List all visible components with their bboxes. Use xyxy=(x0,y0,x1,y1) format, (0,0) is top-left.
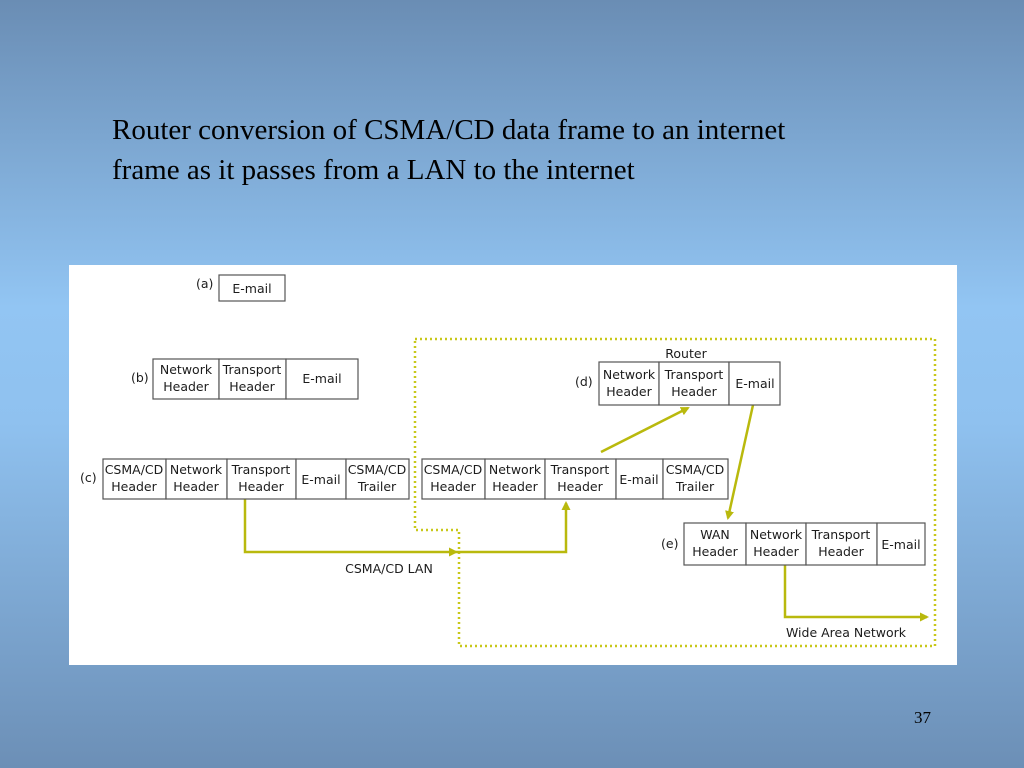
transport-header-line1: Transport xyxy=(664,367,724,382)
csmacd-header-line2: Header xyxy=(111,479,157,494)
transport-header-line2: Header xyxy=(671,384,717,399)
network-header-line2: Header xyxy=(163,379,209,394)
network-header-line1: Network xyxy=(170,462,223,477)
email-field-label: E-mail xyxy=(232,281,271,296)
email-field-label: E-mail xyxy=(619,472,658,487)
transport-header-line2: Header xyxy=(818,544,864,559)
transport-header-line1: Transport xyxy=(231,462,291,477)
email-field-label: E-mail xyxy=(302,371,341,386)
network-header-line2: Header xyxy=(173,479,219,494)
transport-header-line2: Header xyxy=(557,479,603,494)
network-header-line1: Network xyxy=(603,367,656,382)
row-c-frame: CSMA/CD Header Network Header Transport … xyxy=(102,458,410,500)
diagram-canvas: (a) E-mail (b) Network Header Transport … xyxy=(80,274,937,648)
transport-header-line1: Transport xyxy=(222,362,282,377)
email-field-label: E-mail xyxy=(881,537,920,552)
row-e-label: (e) xyxy=(661,536,678,551)
transport-header-line2: Header xyxy=(229,379,275,394)
network-header-line1: Network xyxy=(750,527,803,542)
lan-arrow xyxy=(243,499,458,557)
network-header-line2: Header xyxy=(606,384,652,399)
row-b-frame: Network Header Transport Header E-mail xyxy=(152,358,359,400)
transport-header-line1: Transport xyxy=(811,527,871,542)
page-number: 37 xyxy=(914,708,931,727)
csmacd-trailer-line2: Trailer xyxy=(357,479,397,494)
row-c-router-frame: CSMA/CD Header Network Header Transport … xyxy=(421,458,729,500)
csmacd-trailer-line1: CSMA/CD xyxy=(666,462,725,477)
csmacd-trailer-line2: Trailer xyxy=(675,479,715,494)
csmacd-header-line1: CSMA/CD xyxy=(424,462,483,477)
email-field-label: E-mail xyxy=(735,376,774,391)
wan-header-line1: WAN xyxy=(700,527,730,542)
slide-title-line-2: frame as it passes from a LAN to the int… xyxy=(112,154,635,186)
row-e-frame: WAN Header Network Header Transport Head… xyxy=(683,522,926,566)
network-header-line2: Header xyxy=(753,544,799,559)
network-header-line2: Header xyxy=(492,479,538,494)
router-strip-arrow xyxy=(600,406,690,454)
wan-arrow xyxy=(783,565,929,622)
csmacd-trailer-line1: CSMA/CD xyxy=(348,462,407,477)
transport-header-line1: Transport xyxy=(550,462,610,477)
email-field-box xyxy=(218,274,286,302)
slide-title: Router conversion of CSMA/CD data frame … xyxy=(112,110,932,190)
row-d-frame: Network Header Transport Header E-mail xyxy=(598,361,781,406)
wan-header-line2: Header xyxy=(692,544,738,559)
wan-label: Wide Area Network xyxy=(786,625,907,640)
network-header-line1: Network xyxy=(160,362,213,377)
email-field-label: E-mail xyxy=(301,472,340,487)
row-c-label: (c) xyxy=(80,470,97,485)
network-header-line1: Network xyxy=(489,462,542,477)
frame-conversion-diagram: (a) E-mail (b) Network Header Transport … xyxy=(69,265,957,665)
router-boundary xyxy=(413,337,937,648)
row-b-label: (b) xyxy=(131,370,149,385)
router-label: Router xyxy=(665,346,707,361)
transport-header-line2: Header xyxy=(238,479,284,494)
lan-label: CSMA/CD LAN xyxy=(345,561,433,576)
slide-title-line-1: Router conversion of CSMA/CD data frame … xyxy=(112,114,786,146)
router-encapsulate-arrow xyxy=(725,404,755,520)
row-a-frame: E-mail xyxy=(218,274,286,302)
lan-arrow-continue xyxy=(456,501,571,554)
row-d-label: (d) xyxy=(575,374,593,389)
csmacd-header-line1: CSMA/CD xyxy=(105,462,164,477)
csmacd-header-line2: Header xyxy=(430,479,476,494)
row-a-label: (a) xyxy=(196,276,213,291)
